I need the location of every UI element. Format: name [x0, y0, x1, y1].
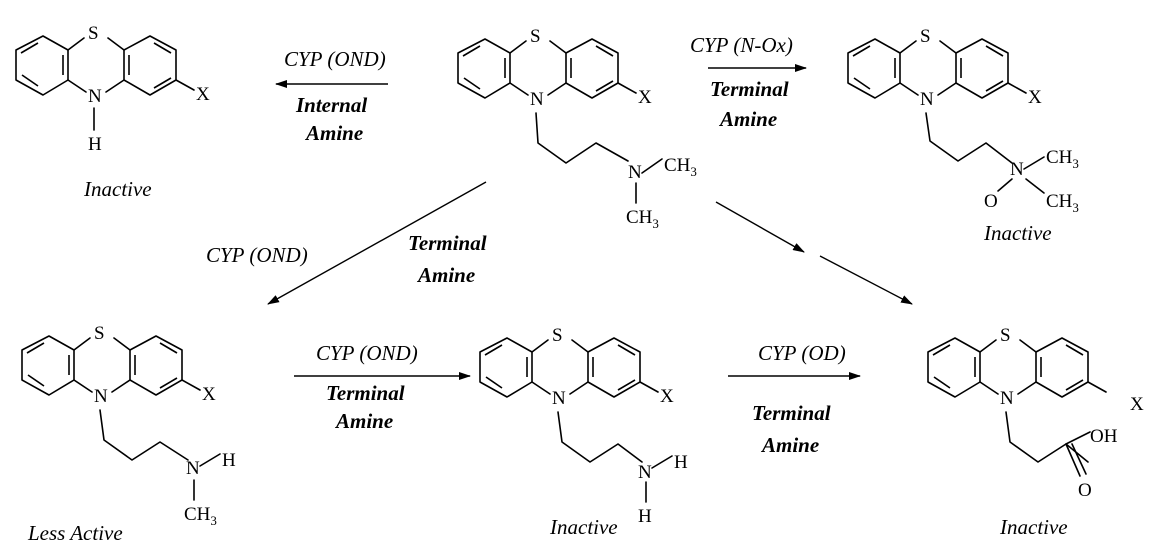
site-terminal-ond-1-1: Terminal — [408, 231, 487, 255]
enzyme-terminal-ond-1: CYP (OND) — [206, 243, 308, 267]
methyl-1: CH3 — [1046, 147, 1079, 171]
sulfur-atom: S — [88, 23, 99, 44]
arrow-to-acid-1 — [715, 201, 805, 253]
enzyme-internal-ond: CYP (OND) — [284, 47, 386, 71]
terminal-nitrogen: N — [628, 162, 642, 183]
terminal-nitrogen: N — [186, 458, 200, 479]
didesmethyl-product: S N X N H H — [479, 325, 688, 527]
activity-monodesmethyl: Less Active — [27, 521, 123, 544]
site-internal-ond-2: Amine — [304, 121, 363, 145]
sulfur-atom: S — [920, 26, 931, 47]
methyl-1: CH3 — [664, 155, 697, 179]
methyl-2: CH3 — [1046, 191, 1079, 215]
n-oxide-product: S N X N CH3 CH3 O — [847, 26, 1079, 215]
nitrogen-atom: N — [94, 386, 108, 407]
nitrogen-atom: N — [552, 388, 566, 409]
activity-acid: Inactive — [999, 515, 1068, 539]
enzyme-terminal-ond-2: CYP (OND) — [316, 341, 418, 365]
hydrogen-atom-2: H — [638, 506, 652, 527]
parent-compound: S N X N CH3 CH3 — [457, 26, 697, 231]
arrow-terminal-ond-1 — [267, 181, 487, 305]
hydrogen-atom: H — [88, 134, 102, 155]
methyl-1: CH3 — [184, 504, 217, 528]
x-substituent: X — [1130, 394, 1144, 415]
desalkyl-product: S N X H — [15, 23, 210, 155]
x-substituent: X — [1028, 87, 1042, 108]
arrow-to-acid-2 — [819, 255, 913, 305]
terminal-nitrogen: N — [1010, 159, 1024, 180]
x-substituent: X — [660, 386, 674, 407]
hydrogen-atom: H — [222, 450, 236, 471]
hydroxyl-group: OH — [1090, 426, 1118, 447]
site-od-2: Amine — [760, 433, 819, 457]
nitrogen-atom: N — [88, 86, 102, 107]
activity-desalkyl: Inactive — [83, 177, 152, 201]
site-od-1: Terminal — [752, 401, 831, 425]
terminal-nitrogen: N — [638, 462, 652, 483]
activity-didesmethyl: Inactive — [549, 515, 618, 539]
site-n-ox-1: Terminal — [710, 77, 789, 101]
nitrogen-atom: N — [530, 89, 544, 110]
acid-product: S N X OH O — [927, 325, 1144, 501]
carbonyl-oxygen: O — [1078, 480, 1092, 501]
activity-n-oxide: Inactive — [983, 221, 1052, 245]
nitrogen-atom: N — [920, 89, 934, 110]
x-substituent: X — [196, 84, 210, 105]
site-internal-ond-1: Internal — [295, 93, 367, 117]
nitrogen-atom: N — [1000, 388, 1014, 409]
site-terminal-ond-2-2: Amine — [334, 409, 393, 433]
site-terminal-ond-2-1: Terminal — [326, 381, 405, 405]
sulfur-atom: S — [1000, 325, 1011, 346]
sulfur-atom: S — [552, 325, 563, 346]
site-n-ox-2: Amine — [718, 107, 777, 131]
site-terminal-ond-1-2: Amine — [416, 263, 475, 287]
sulfur-atom: S — [530, 26, 541, 47]
methyl-2: CH3 — [626, 207, 659, 231]
monodesmethyl-product: S N X N H CH3 — [21, 323, 236, 528]
oxygen-atom: O — [984, 191, 998, 212]
sulfur-atom: S — [94, 323, 105, 344]
x-substituent: X — [638, 87, 652, 108]
hydrogen-atom: H — [674, 452, 688, 473]
enzyme-n-ox: CYP (N-Ox) — [690, 33, 793, 57]
enzyme-od: CYP (OD) — [758, 341, 846, 365]
x-substituent: X — [202, 384, 216, 405]
